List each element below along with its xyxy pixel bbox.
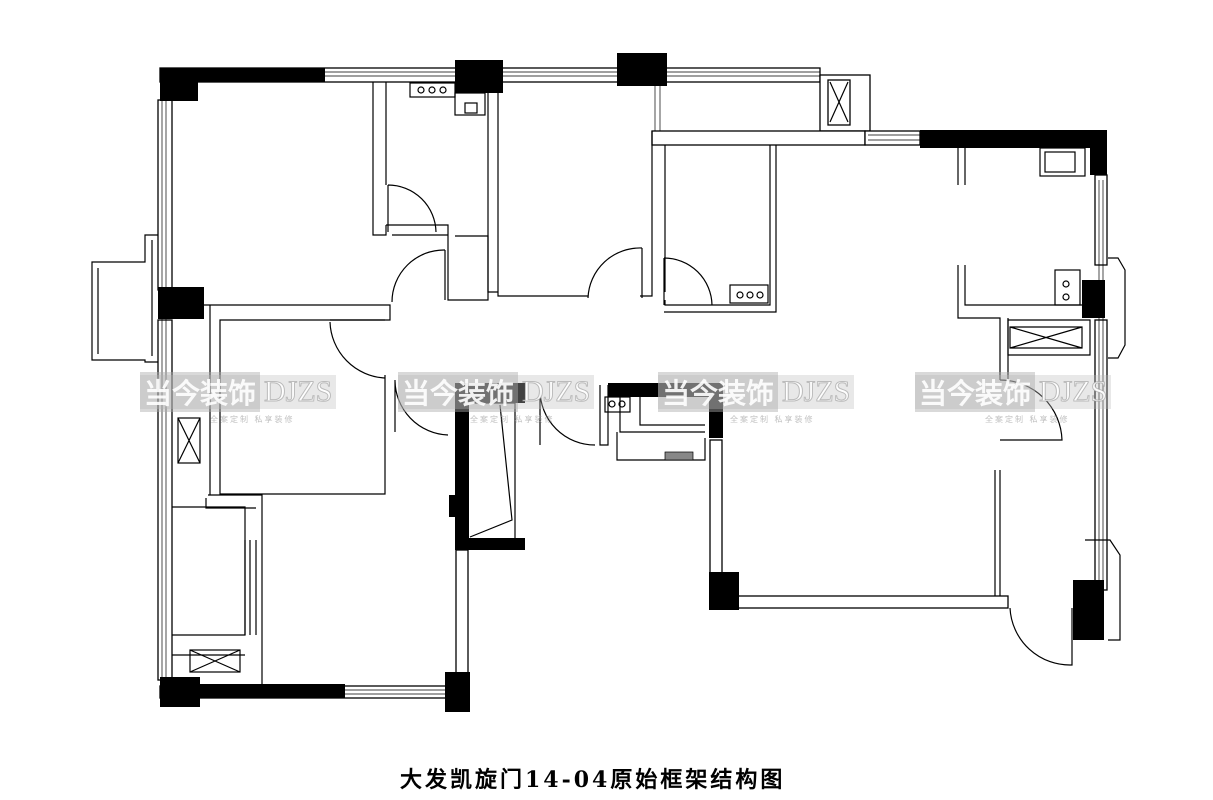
watermark-3: 当今装饰 DJZS: [658, 372, 855, 412]
plan-title: 大发凯旋门14-04原始框架结构图: [400, 767, 786, 793]
watermark-brand-cn: 当今装饰: [658, 372, 779, 412]
watermark-tagline: 全案定制 私享装修: [470, 415, 555, 424]
watermark-brand-en: DJZS: [522, 375, 591, 409]
watermark-brand-en: DJZS: [264, 375, 333, 409]
doors: [329, 184, 1073, 666]
interior-walls: [172, 82, 1091, 685]
watermark-2: 当今装饰 DJZS: [398, 372, 595, 412]
watermark-tagline: 全案定制 私享装修: [730, 415, 815, 424]
watermark-tagline: 全案定制 私享装修: [210, 415, 295, 424]
fixtures: [177, 81, 1086, 673]
watermark-brand-cn: 当今装饰: [915, 372, 1036, 412]
watermark-4: 当今装饰 DJZS: [915, 372, 1112, 412]
bay-windows: [91, 234, 1126, 641]
watermark-brand-cn: 当今装饰: [398, 372, 519, 412]
watermark-brand-en: DJZS: [1039, 375, 1108, 409]
watermark-brand-en: DJZS: [782, 375, 851, 409]
watermark-1: 当今装饰 DJZS: [140, 372, 337, 412]
watermark-brand-cn: 当今装饰: [140, 372, 261, 412]
structural-columns: [158, 53, 1107, 712]
window-lines: [161, 71, 1104, 695]
watermark-tagline: 全案定制 私享装修: [985, 415, 1070, 424]
